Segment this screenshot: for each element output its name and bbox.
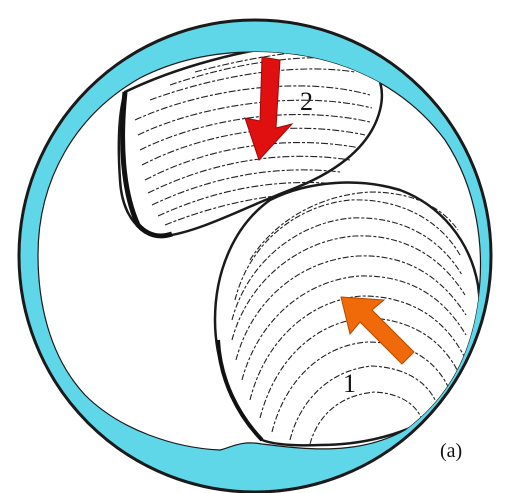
panel-label: (a)	[440, 440, 462, 462]
shell-2-label: 2	[300, 87, 313, 116]
shell-1-label: 1	[343, 369, 356, 398]
